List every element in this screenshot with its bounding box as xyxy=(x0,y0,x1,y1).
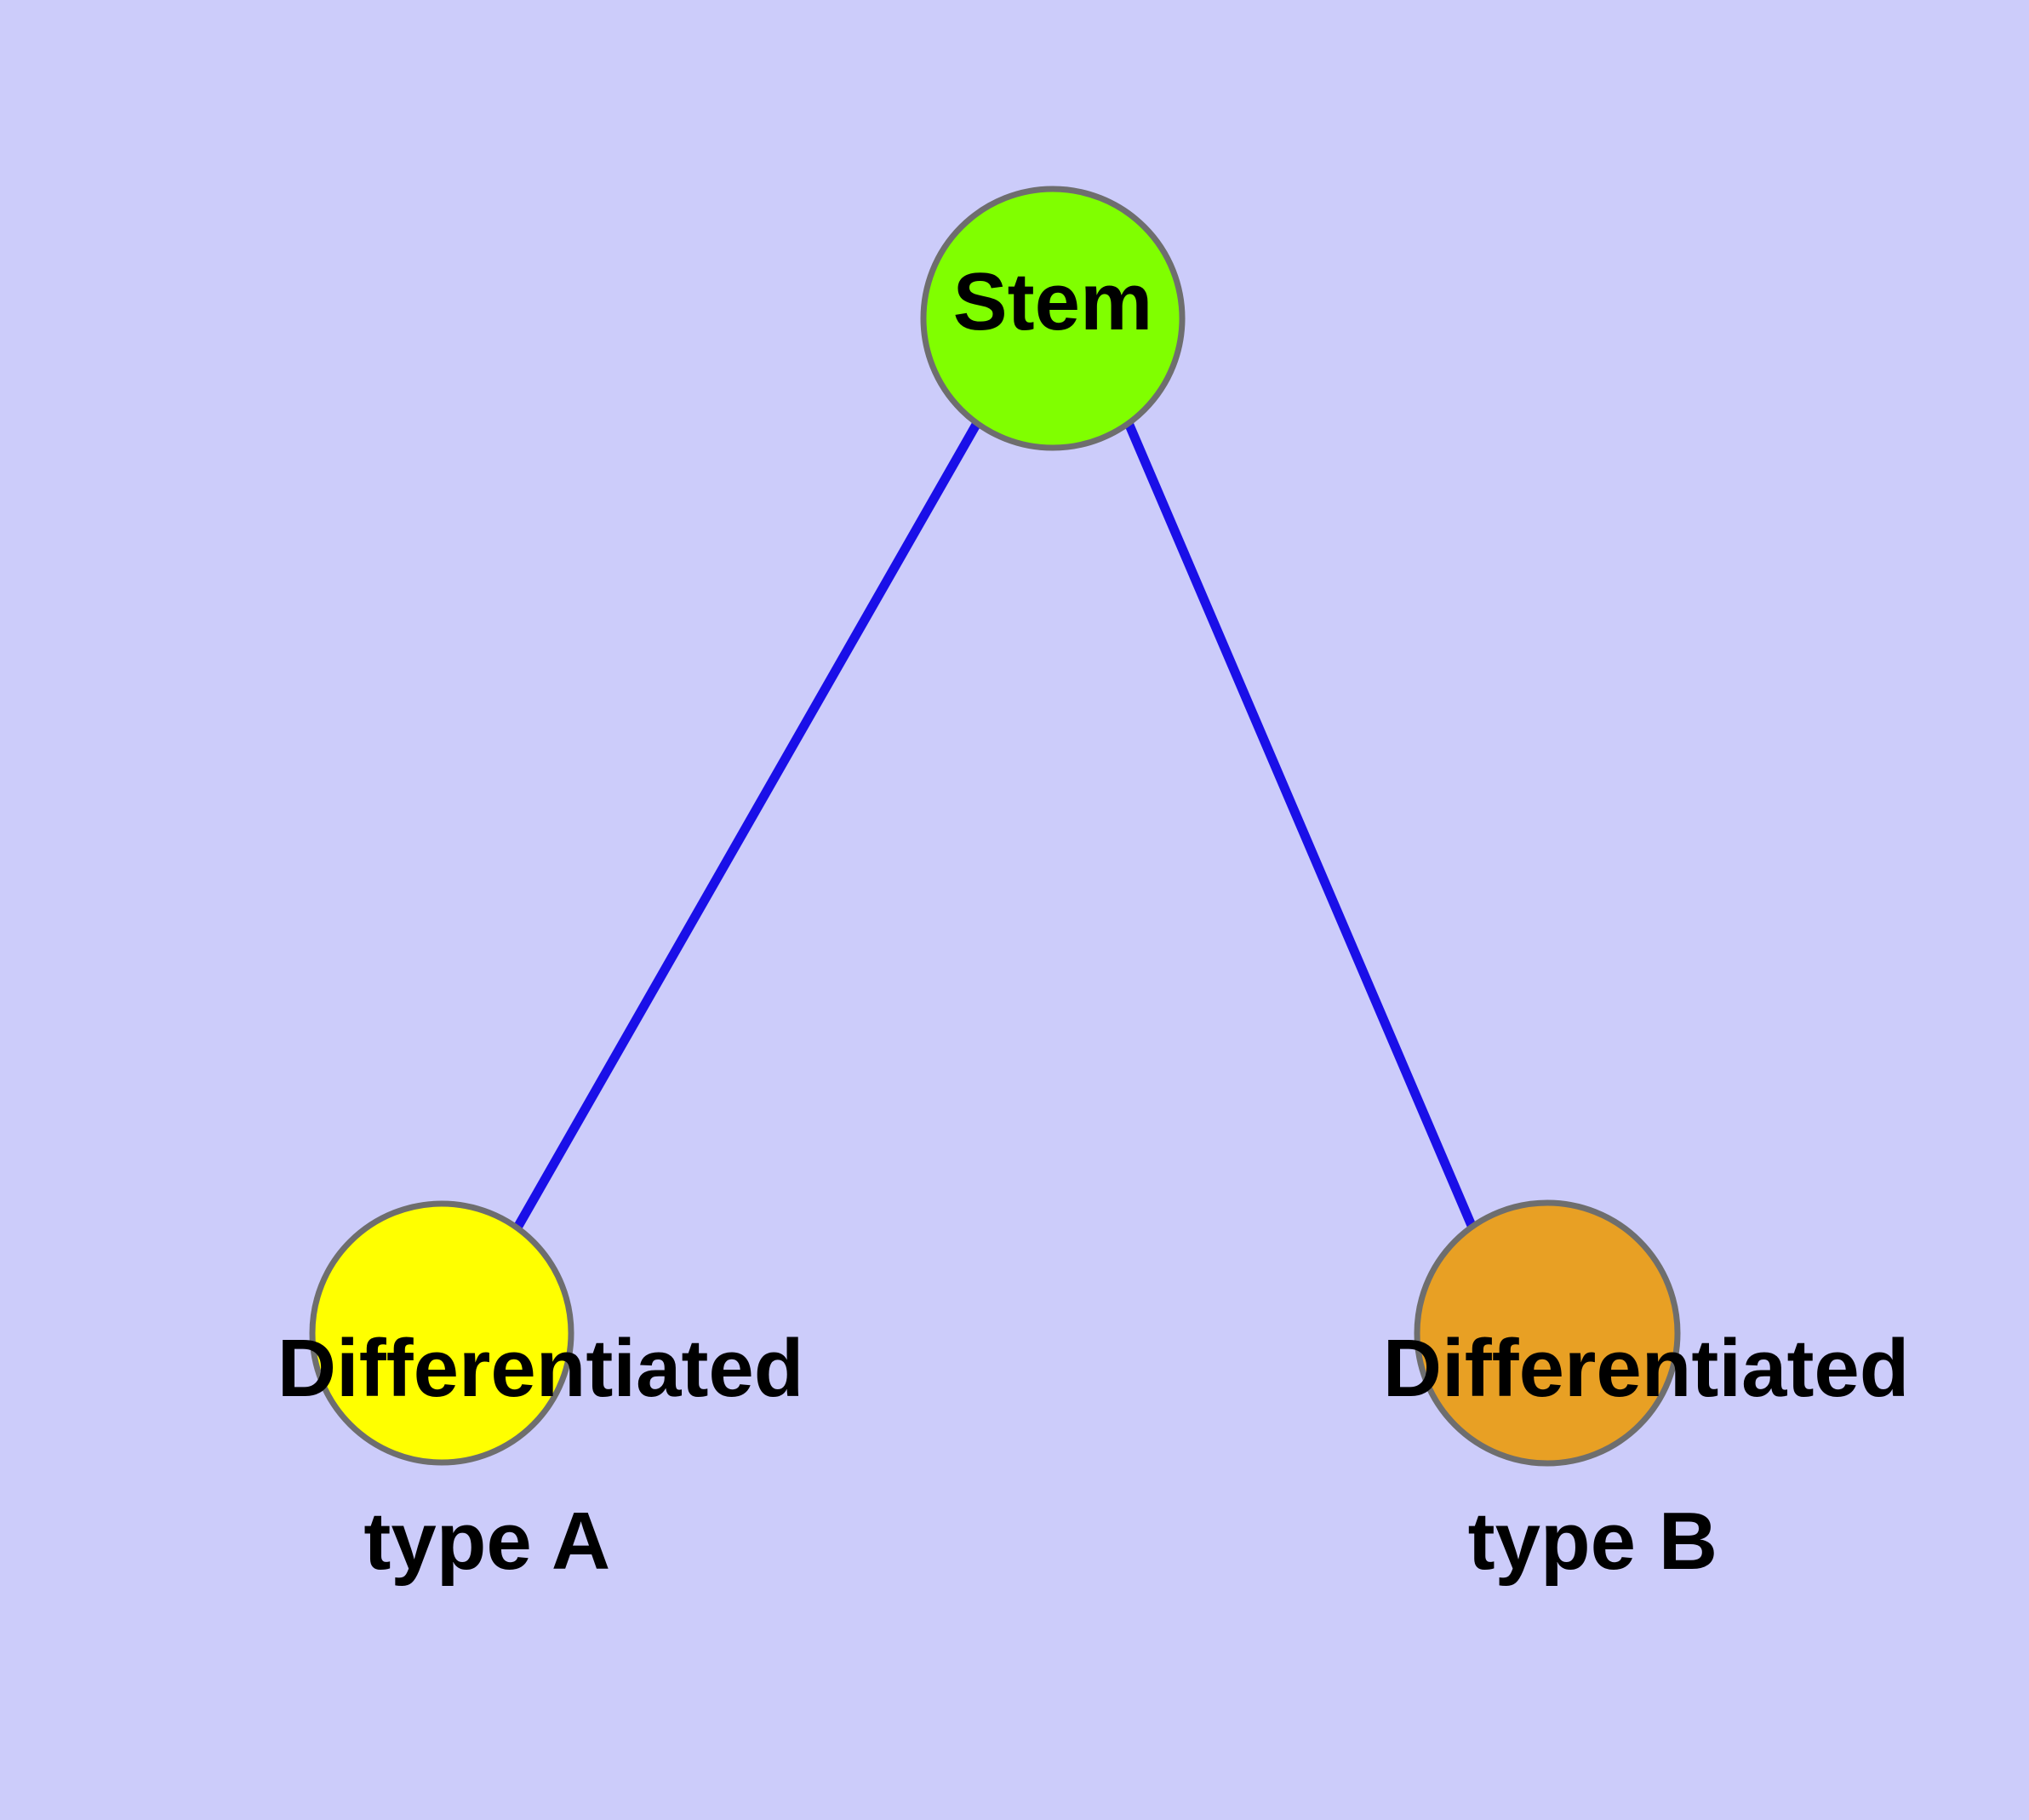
node-differentiated-type-b[interactable] xyxy=(1414,1199,1681,1467)
node-stem[interactable] xyxy=(920,186,1186,451)
node-group xyxy=(309,186,1681,1467)
edge-group xyxy=(513,421,1477,1230)
edge-stem-to-differentiated-type-b[interactable] xyxy=(1123,421,1477,1230)
edge-stem-to-differentiated-type-a[interactable] xyxy=(513,421,981,1230)
node-differentiated-type-a[interactable] xyxy=(309,1200,574,1466)
